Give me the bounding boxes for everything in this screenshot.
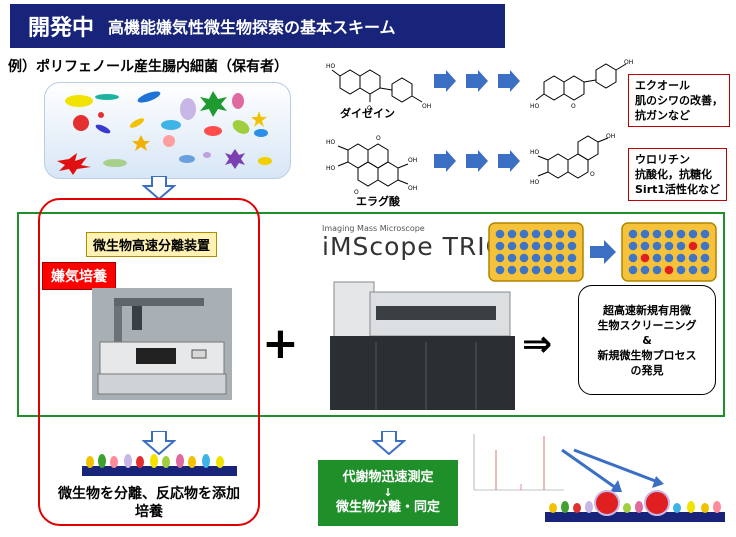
svg-text:HO: HO [326,165,336,172]
ellagic-acid-label: エラグ酸 [356,195,400,208]
conversion-arrows-icon-2 [434,150,520,172]
mass-spectrum-thumbnail [466,430,566,495]
result-line-1: 超高速新規有用微 [603,303,691,317]
title-sub: 高機能嫌気性微生物探索の基本スキーム [108,18,396,37]
result-line-3: & [642,333,652,347]
microplate-screening-illustration [488,222,717,282]
urolithin-info-box: ウロリチン 抗酸化，抗糖化 Sirt1活性化など [628,148,728,201]
equol-info-box: エクオール 肌のシワの改善， 抗ガンなど [628,74,730,127]
svg-text:O: O [571,103,576,110]
measurement-box: 代謝物迅速測定 ↓ 微生物分離・同定 [318,460,458,526]
result-box: 超高速新規有用微 生物スクリーニング & 新規微生物プロセス の発見 [578,285,716,395]
urolithin-structure-icon: HO HO OH O [530,133,615,186]
anaerobic-culture-label: 嫌気培養 [42,262,116,290]
selection-arrows-icon [561,448,664,492]
microbe-illustration [57,91,272,175]
svg-text:HO: HO [326,63,336,70]
selected-culture-strip-illustration [545,490,725,522]
imscope-caption: Imaging Mass Microscope [322,224,425,233]
svg-text:HO: HO [326,139,336,146]
equol-name: エクオール [635,79,690,92]
svg-text:O: O [376,135,381,142]
title-main: 開発中 [28,16,95,41]
result-line-4: 新規微生物プロセス [597,348,697,362]
example-label: 例）ポリフェノール産生腸内細菌（保有者） [8,59,288,75]
svg-text:O: O [367,105,372,112]
imscope-machine-illustration [330,281,515,410]
svg-text:O: O [590,171,595,178]
plus-sign: + [262,318,299,369]
result-line-2: 生物スクリーニング [597,318,697,332]
arrow-down-icon [142,176,176,200]
isolation-caption-line-1: 微生物を分離、反応物を添加 [58,486,240,502]
urolithin-name: ウロリチン [635,153,690,166]
isolation-caption: 微生物を分離、反応物を添加 培養 [40,485,258,521]
device-label: 微生物高速分離装置 [86,232,218,257]
result-line-5: の発見 [630,363,664,377]
daidzein-label: ダイゼイン [340,107,395,120]
equol-effect-2: 抗ガンなど [635,109,690,122]
equol-effect-1: 肌のシワの改善， [635,94,723,107]
svg-text:HO: HO [530,103,540,110]
svg-text:OH: OH [606,133,615,140]
imscope-name: iMScope TRIO [322,232,507,261]
daidzein-structure-icon: HO O OH [326,63,431,112]
arrow-down-icon-3 [372,431,406,455]
conversion-arrows-icon [434,70,520,92]
svg-text:O: O [354,189,359,196]
culture-strip-illustration [82,454,237,476]
arrow-down-icon-2 [142,431,176,455]
svg-text:OH: OH [408,157,417,164]
implies-sign: ⇒ [522,324,553,365]
urolithin-effect-1: 抗酸化，抗糖化 [635,168,712,181]
svg-text:OH: OH [422,103,431,110]
measurement-line-1: 代謝物迅速測定 [342,470,434,485]
screening-frame [17,212,725,417]
title-bar: 開発中 高機能嫌気性微生物探索の基本スキーム [10,4,505,48]
isolation-caption-line-2: 培養 [135,504,163,520]
svg-text:OH: OH [624,59,633,66]
isolation-device-photo [92,288,232,400]
svg-text:OH: OH [408,185,417,192]
microbe-cloud [44,82,291,179]
measurement-line-2: 微生物分離・同定 [335,500,440,515]
urolithin-effect-2: Sirt1活性化など [635,183,721,196]
measurement-arrow: ↓ [383,486,393,499]
ellagic-acid-structure-icon: HO HO O OH OH O [326,135,417,196]
svg-text:HO: HO [530,149,540,156]
equol-structure-icon: HO O OH [530,59,633,110]
isolation-frame [38,198,260,526]
svg-text:HO: HO [530,179,540,186]
